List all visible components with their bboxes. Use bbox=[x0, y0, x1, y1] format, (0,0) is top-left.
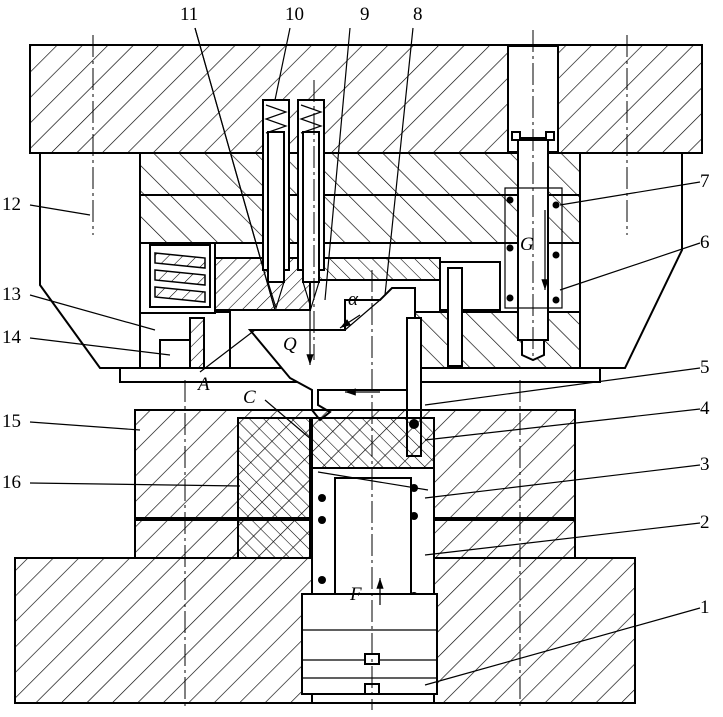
backing-plate bbox=[139, 152, 581, 196]
die-insert-16 bbox=[237, 417, 311, 559]
label-8: 8 bbox=[413, 4, 423, 25]
ejector-2 bbox=[334, 477, 412, 599]
label-13: 13 bbox=[2, 284, 21, 305]
label-12: 12 bbox=[2, 194, 21, 215]
left-coil-spring bbox=[154, 252, 206, 303]
label-16: 16 bbox=[2, 472, 21, 493]
symbol-f: F bbox=[349, 584, 362, 605]
label-9: 9 bbox=[360, 4, 370, 25]
punch-10 bbox=[297, 99, 325, 311]
alpha-angle-arrow bbox=[339, 314, 361, 329]
leader-lines bbox=[29, 27, 701, 686]
label-3: 3 bbox=[700, 454, 710, 475]
label-5: 5 bbox=[700, 357, 710, 378]
label-10: 10 bbox=[285, 4, 304, 25]
symbol-c: C bbox=[243, 387, 256, 408]
label-14: 14 bbox=[2, 327, 22, 348]
punch-holder-plate bbox=[139, 194, 581, 244]
label-15: 15 bbox=[2, 411, 21, 432]
right-screw bbox=[447, 267, 463, 367]
symbol-a: A bbox=[196, 374, 210, 395]
label-6: 6 bbox=[700, 232, 710, 253]
left-wedge-block bbox=[39, 152, 141, 379]
label-2: 2 bbox=[700, 512, 710, 533]
label-4: 4 bbox=[700, 398, 710, 419]
punch-11 bbox=[262, 99, 290, 311]
label-11: 11 bbox=[180, 4, 198, 25]
label-1: 1 bbox=[700, 597, 710, 618]
left-block-14 bbox=[159, 339, 191, 371]
screw-plug-1 bbox=[301, 593, 438, 695]
left-pin-14 bbox=[189, 317, 205, 371]
symbol-q: Q bbox=[283, 334, 297, 355]
symbol-g: G bbox=[520, 234, 534, 255]
cam-slide-holder bbox=[309, 257, 441, 281]
die-block-4 bbox=[311, 417, 435, 469]
right-wedge-block bbox=[579, 152, 683, 379]
right-lower-plate bbox=[404, 311, 581, 371]
label-7: 7 bbox=[700, 171, 710, 192]
cam-slide-9 bbox=[247, 287, 416, 422]
symbol-alpha: α bbox=[348, 289, 359, 310]
upper-die-seat bbox=[29, 44, 703, 154]
